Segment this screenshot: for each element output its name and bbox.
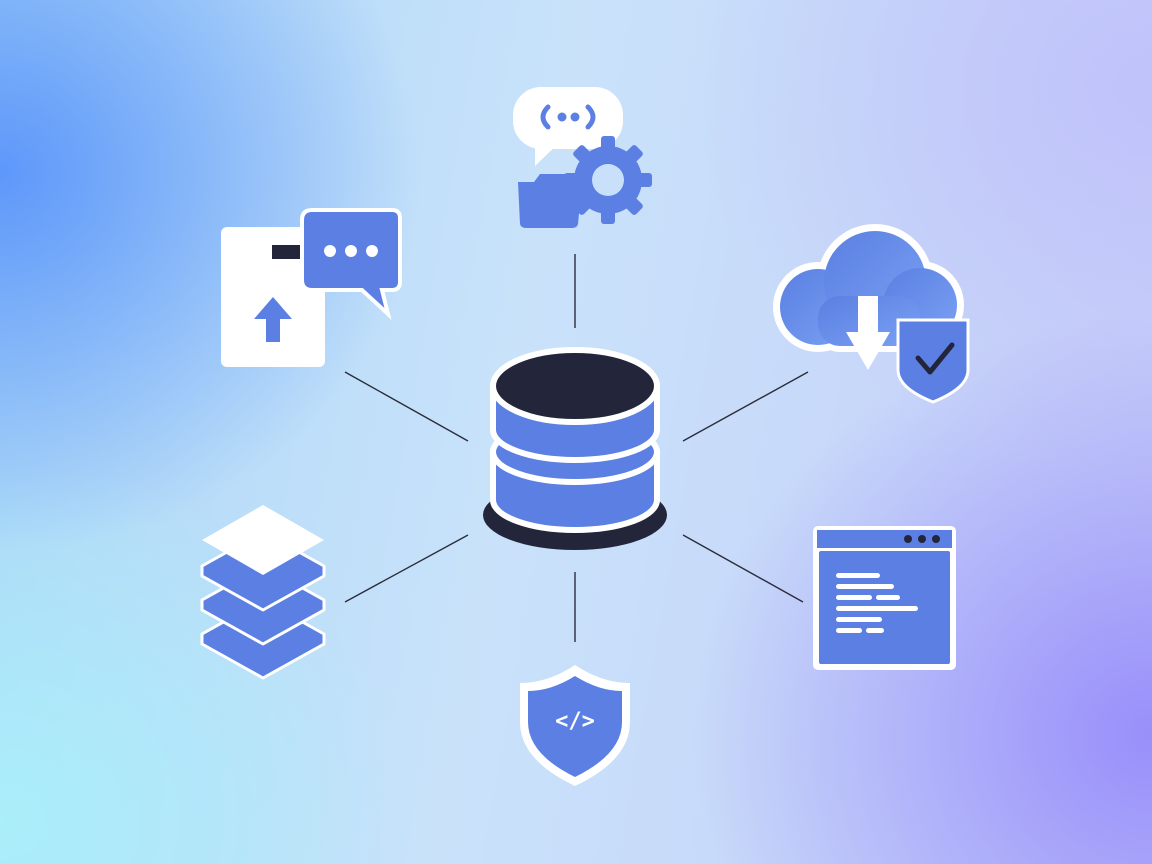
download-arrow-icon [846,296,890,370]
upload-document-chat-icon [221,208,402,367]
connector-bottom-left [344,534,469,603]
code-lines [836,573,918,633]
code-tag-label: </> [555,709,595,734]
gear-icon [564,136,652,224]
cloud-download-shield-icon [773,224,970,404]
folder-icon [518,174,582,228]
chat-bubble-dots-icon [300,208,402,321]
chat-folder-gear-icon [513,87,652,228]
connector-top-right [682,371,809,442]
upload-arrow-icon [254,297,292,342]
database-icon [483,347,667,550]
shield-check-icon [896,318,970,404]
code-window-icon [813,526,956,670]
connector-bottom-right [682,534,804,603]
chat-bubble-icon [513,87,623,166]
code-shield-icon: </> [520,665,630,786]
connector-top-left [344,371,469,442]
layers-stack-icon [200,505,326,680]
connector-lines [344,254,809,642]
